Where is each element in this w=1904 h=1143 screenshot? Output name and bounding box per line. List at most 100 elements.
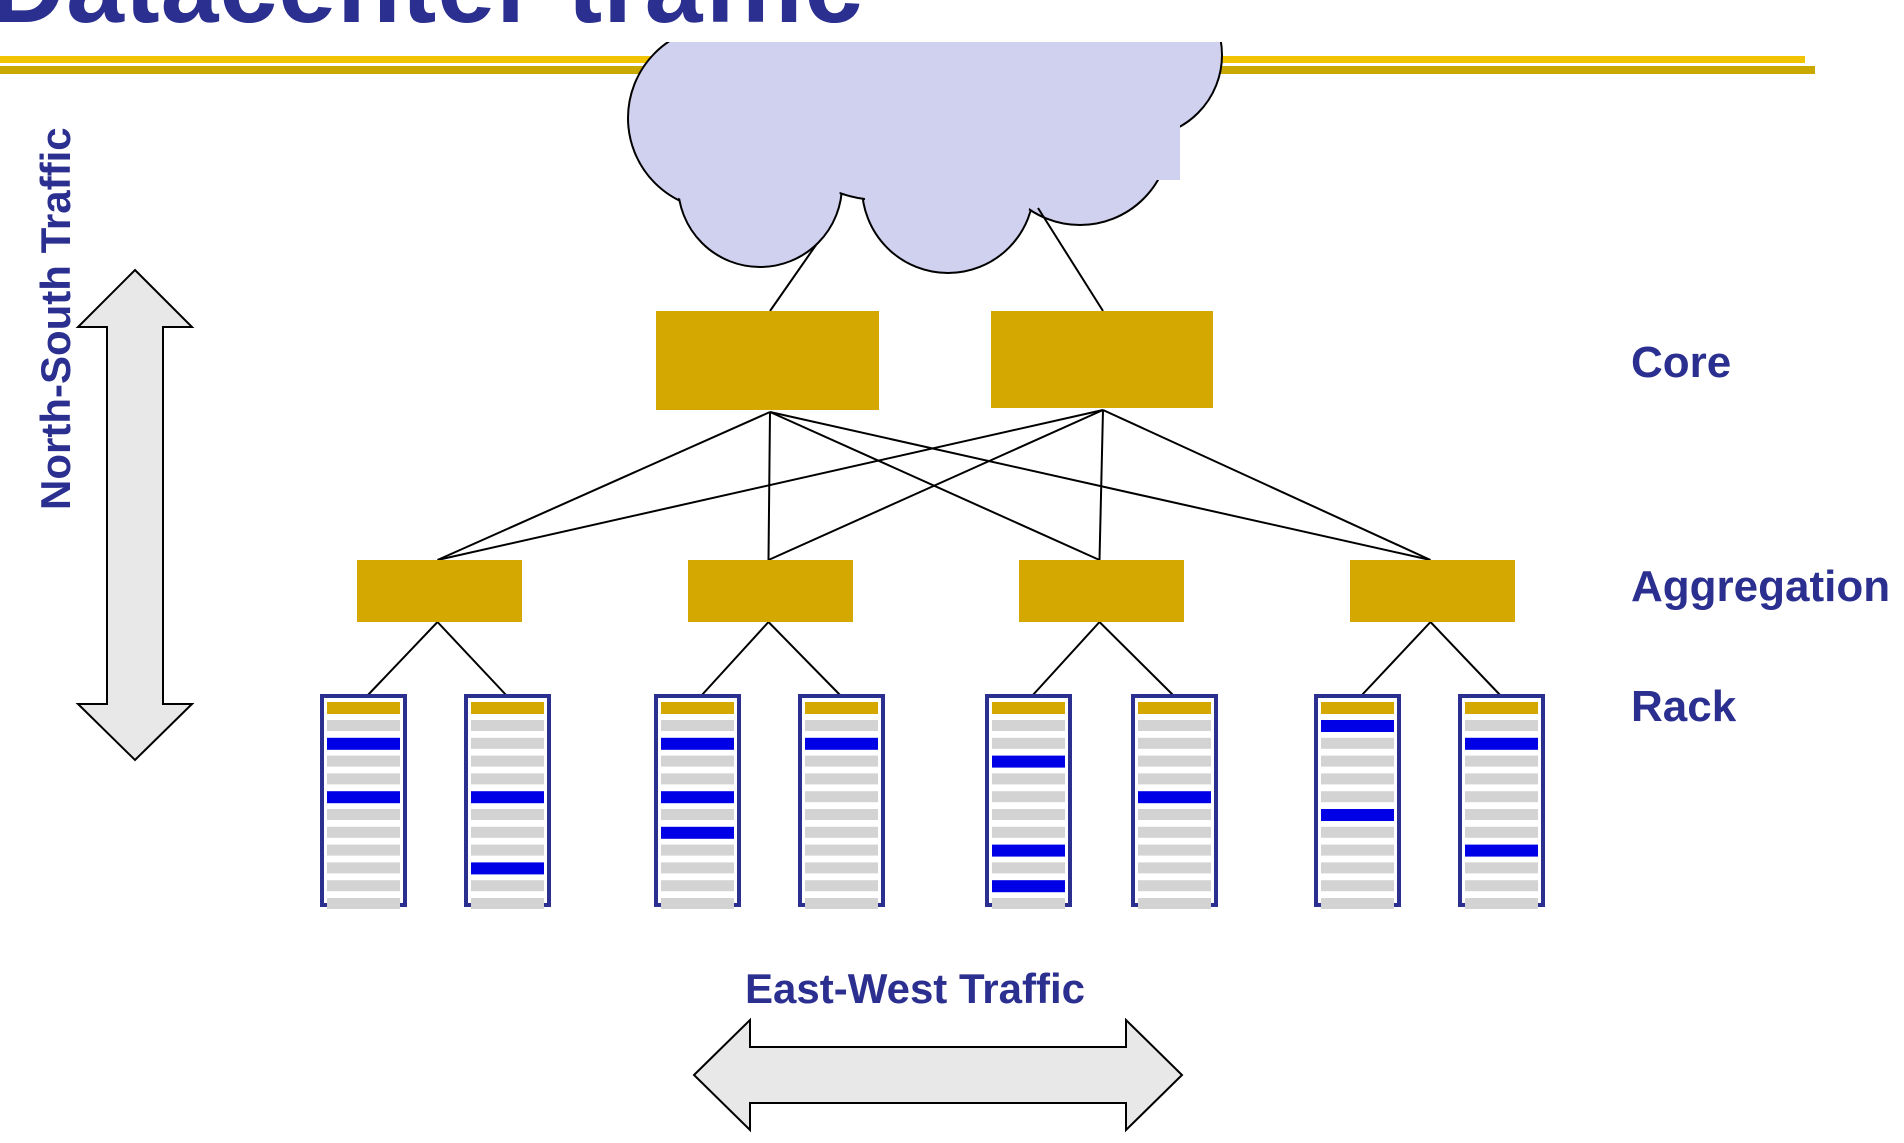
server-slot <box>1465 791 1538 803</box>
server-slot <box>1138 773 1211 785</box>
active-server <box>1321 809 1394 821</box>
server-slot <box>1465 880 1538 892</box>
server-slot <box>661 755 734 767</box>
server-slot <box>471 755 544 767</box>
rack <box>798 694 885 909</box>
north-south-traffic-label: North-South Traffic <box>32 127 79 510</box>
core-agg-link <box>437 411 771 561</box>
top-of-rack-switch <box>1465 702 1538 714</box>
top-of-rack-switch <box>1321 702 1394 714</box>
server-slot <box>1138 737 1211 749</box>
server-slot <box>471 898 544 909</box>
server-slot <box>1138 898 1211 909</box>
active-server <box>327 791 400 804</box>
aggregation-tier-label: Aggregation <box>1631 562 1891 611</box>
server-slot <box>471 773 544 785</box>
server-slot <box>805 809 878 820</box>
server-slot <box>471 737 544 749</box>
server-slot <box>1138 809 1211 820</box>
server-slot <box>661 862 734 874</box>
rack <box>985 694 1072 909</box>
racks <box>320 694 1545 909</box>
server-slot <box>992 862 1065 874</box>
server-slot <box>1321 773 1394 785</box>
core-agg-link <box>437 409 1104 561</box>
server-slot <box>661 720 734 731</box>
server-slot <box>992 809 1065 820</box>
active-server <box>1321 720 1394 732</box>
active-server <box>471 791 544 804</box>
server-slot <box>992 826 1065 838</box>
server-slot <box>661 880 734 892</box>
top-of-rack-switch <box>471 702 544 714</box>
agg-rack-link <box>1429 621 1502 697</box>
top-of-rack-switch <box>805 702 878 714</box>
north-south-arrow <box>75 268 195 762</box>
server-slot <box>1321 791 1394 803</box>
active-server <box>992 880 1065 893</box>
server-slot <box>327 844 400 856</box>
agg-rack-link <box>1360 621 1432 697</box>
active-server <box>1465 844 1538 857</box>
server-slot <box>1321 898 1394 909</box>
server-slot <box>1138 862 1211 874</box>
server-slot <box>327 862 400 874</box>
core-agg-link <box>1102 409 1431 561</box>
server-slot <box>327 898 400 909</box>
server-slot <box>1321 737 1394 749</box>
internet-cloud <box>600 0 1280 274</box>
slide-title: Datacenter traffic <box>0 0 863 47</box>
server-slot <box>1138 826 1211 838</box>
server-slot <box>1465 809 1538 820</box>
server-slot <box>1465 862 1538 874</box>
east-west-traffic-label: East-West Traffic <box>745 965 1085 1012</box>
server-slot <box>992 737 1065 749</box>
active-server <box>992 844 1065 857</box>
server-slot <box>992 773 1065 785</box>
server-slot <box>471 844 544 856</box>
server-slot <box>805 826 878 838</box>
server-slot <box>1321 755 1394 767</box>
server-slot <box>661 844 734 856</box>
east-west-arrow <box>692 1017 1184 1133</box>
server-slot <box>1321 826 1394 838</box>
server-slot <box>1465 898 1538 909</box>
server-slot <box>471 826 544 838</box>
server-slot <box>327 880 400 892</box>
rack <box>1314 694 1401 909</box>
server-slot <box>1321 880 1394 892</box>
active-server <box>805 737 878 750</box>
active-server <box>1465 737 1538 750</box>
server-slot <box>1465 773 1538 785</box>
network-links <box>366 207 1502 697</box>
agg-rack-link <box>1098 621 1175 697</box>
core-switch <box>991 311 1213 408</box>
server-slot <box>661 809 734 820</box>
top-of-rack-switch <box>1138 702 1211 714</box>
aggregation-switch <box>688 560 853 622</box>
aggregation-switch <box>1019 560 1184 622</box>
server-slot <box>471 809 544 820</box>
server-slot <box>805 880 878 892</box>
server-slot <box>661 898 734 909</box>
server-slot <box>661 773 734 785</box>
switches <box>357 311 1515 622</box>
core-agg-link <box>1098 409 1104 561</box>
server-slot <box>1465 720 1538 731</box>
rack <box>1131 694 1218 909</box>
server-slot <box>327 773 400 785</box>
cloud-link <box>1037 207 1104 312</box>
agg-rack-link <box>436 621 508 697</box>
cloud-link <box>769 244 817 312</box>
active-server <box>471 862 544 875</box>
server-slot <box>805 791 878 803</box>
server-slot <box>805 720 878 731</box>
core-switch <box>656 311 879 410</box>
agg-rack-link <box>366 621 439 697</box>
active-server <box>327 737 400 750</box>
top-of-rack-switch <box>992 702 1065 714</box>
server-slot <box>992 898 1065 909</box>
aggregation-switch <box>1350 560 1515 622</box>
agg-rack-link <box>1031 621 1101 697</box>
